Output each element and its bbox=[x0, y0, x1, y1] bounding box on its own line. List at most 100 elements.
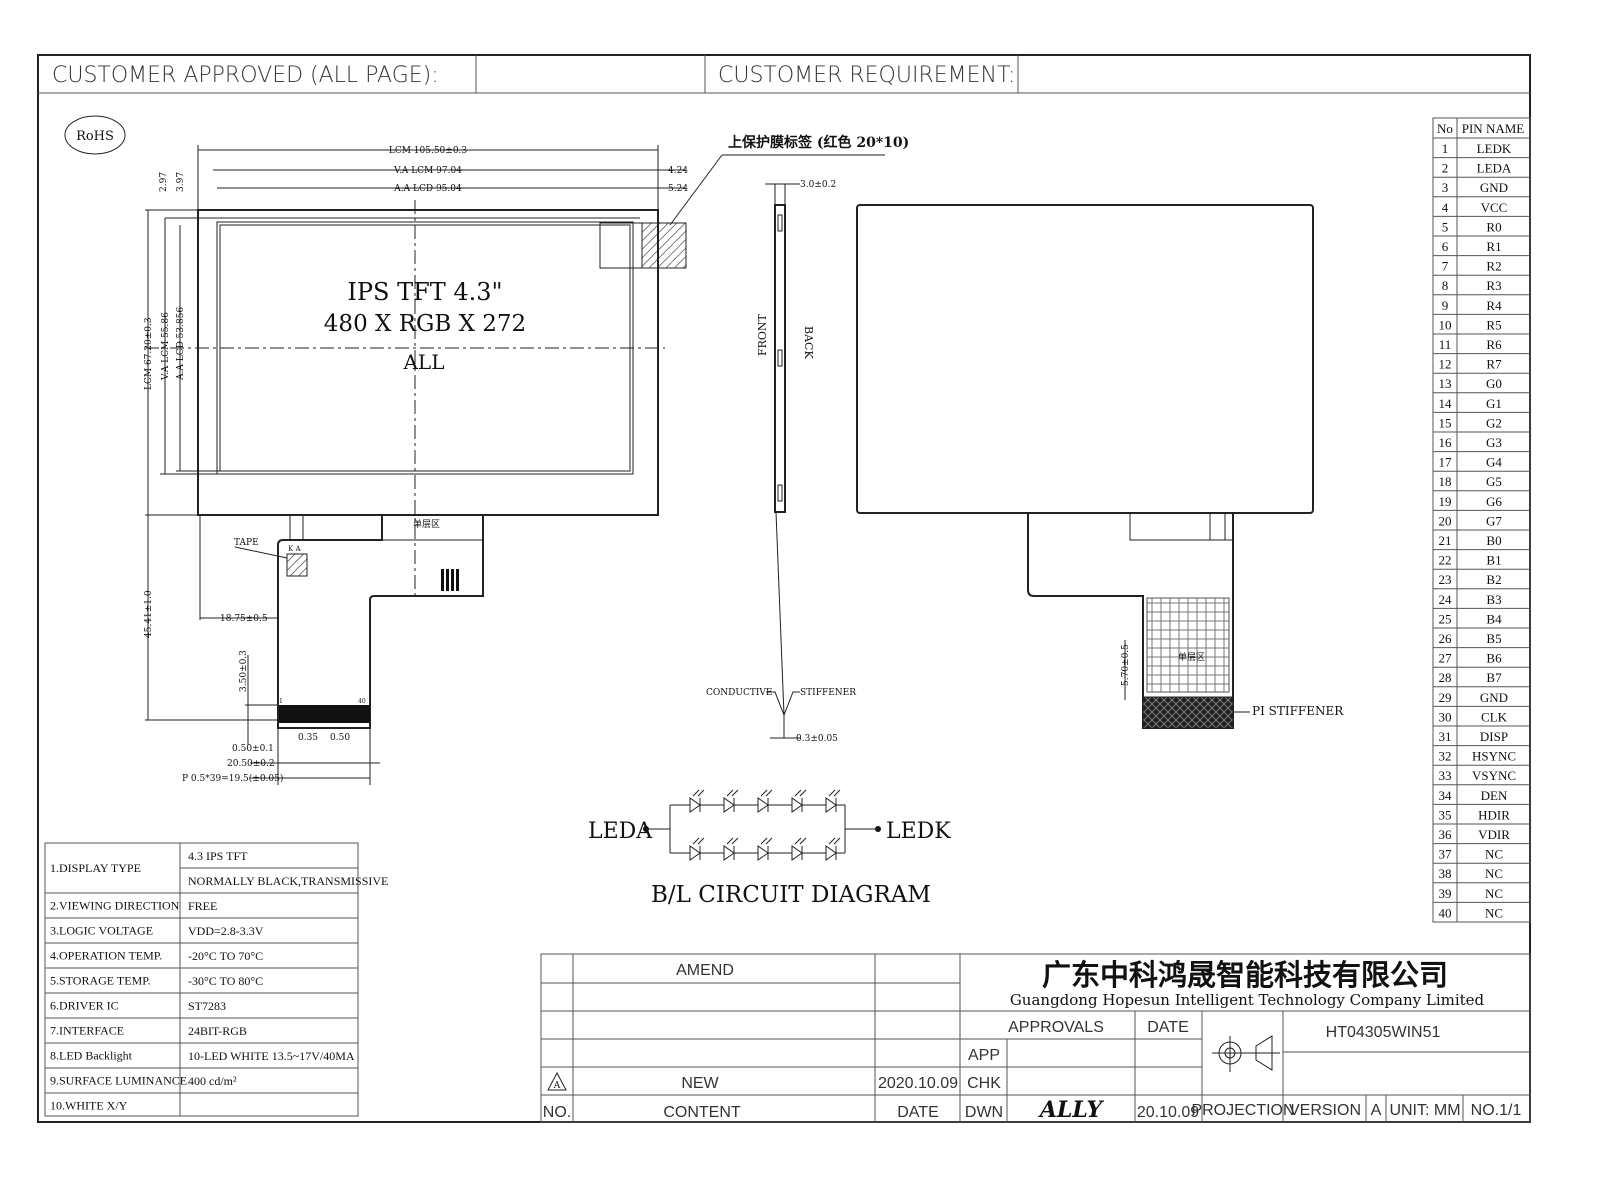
dim-lcm-width: LCM 105.50±0.3 bbox=[389, 146, 468, 156]
pin-number: 11 bbox=[1439, 337, 1452, 352]
company-name-en: Guangdong Hopesun Intelligent Technology… bbox=[1010, 991, 1485, 1009]
pin-name: B0 bbox=[1486, 533, 1501, 548]
dim-va-width: V.A LCM 97.04 bbox=[393, 166, 462, 176]
dim-pitch: 0.50±0.1 bbox=[232, 744, 274, 754]
pin-number: 20 bbox=[1439, 513, 1452, 528]
pin-name: NC bbox=[1485, 847, 1503, 862]
projection-label: PROJECTION bbox=[1191, 1102, 1294, 1119]
front-view bbox=[145, 145, 885, 785]
pin-name: LEDA bbox=[1477, 161, 1512, 176]
drawn-date: 20.10.09 bbox=[1137, 1104, 1199, 1121]
spec-value: -30°C TO 80°C bbox=[188, 974, 263, 988]
content-label: CONTENT bbox=[663, 1104, 741, 1121]
pin-number: 13 bbox=[1439, 376, 1452, 391]
spec-label: 6.DRIVER IC bbox=[50, 999, 119, 1013]
pin-number: 16 bbox=[1439, 435, 1453, 450]
dim-pin-pitch: P 0.5*39=19.5(±0.05) bbox=[182, 773, 283, 784]
rohs-badge: RoHS bbox=[64, 115, 126, 155]
revision-content: NEW bbox=[681, 1075, 719, 1092]
revision-mark: A bbox=[553, 1081, 561, 1091]
pin-name: R6 bbox=[1486, 337, 1502, 352]
pin-number: 15 bbox=[1439, 415, 1452, 430]
spec-label: 10.WHITE X/Y bbox=[50, 1099, 128, 1113]
pin-number: 28 bbox=[1439, 670, 1452, 685]
pin-name: B5 bbox=[1486, 631, 1501, 646]
stiffener-label: STIFFENER bbox=[800, 688, 856, 698]
spec-value: VDD=2.8-3.3V bbox=[188, 924, 264, 938]
pin-name: R5 bbox=[1486, 317, 1501, 332]
pin-name: GND bbox=[1480, 690, 1508, 705]
dim-top-2: 3.97 bbox=[176, 172, 186, 192]
version-value: A bbox=[1371, 1102, 1382, 1119]
led-icon bbox=[723, 837, 739, 861]
pin-name: G4 bbox=[1486, 455, 1502, 470]
pin-name: NC bbox=[1485, 905, 1503, 920]
pin-name: B3 bbox=[1486, 592, 1501, 607]
led-icon bbox=[791, 837, 807, 861]
pin-number: 12 bbox=[1439, 357, 1452, 372]
pin-name: DEN bbox=[1481, 788, 1508, 803]
spec-value: ST7283 bbox=[188, 999, 226, 1013]
ledk-label: LEDK bbox=[886, 819, 951, 844]
pin-number: 29 bbox=[1439, 690, 1452, 705]
revision-date: 2020.10.09 bbox=[878, 1075, 958, 1092]
title-block bbox=[540, 953, 1531, 1123]
pin-number: 34 bbox=[1439, 788, 1453, 803]
conductive-label: CONDUCTIVE bbox=[706, 688, 772, 698]
no-label: NO. bbox=[543, 1104, 571, 1121]
pin-name: B4 bbox=[1486, 611, 1502, 626]
pin-number: 5 bbox=[1442, 219, 1449, 234]
pin-number: 2 bbox=[1442, 161, 1449, 176]
dim-fpc-offset: 18.75±0.5 bbox=[220, 614, 268, 624]
pin-name: VCC bbox=[1481, 200, 1508, 215]
back-label: BACK bbox=[802, 326, 815, 359]
leda-label: LEDA bbox=[588, 819, 653, 844]
display-title: IPS TFT 4.3" bbox=[347, 278, 502, 306]
dim-0-35: 0.35 bbox=[298, 733, 318, 743]
pin-name: R7 bbox=[1486, 357, 1502, 372]
spec-label: 2.VIEWING DIRECTION bbox=[50, 899, 180, 913]
pin-number: 31 bbox=[1439, 729, 1452, 744]
pin-name: G1 bbox=[1486, 396, 1502, 411]
tape-label: TAPE bbox=[234, 538, 259, 548]
projection-symbol-icon bbox=[1212, 1035, 1280, 1072]
sheet-number: NO.1/1 bbox=[1471, 1102, 1522, 1119]
led-icon bbox=[723, 789, 739, 813]
unit-label: UNIT: MM bbox=[1389, 1102, 1460, 1119]
pin-number: 36 bbox=[1439, 827, 1453, 842]
pin-number: 35 bbox=[1439, 807, 1452, 822]
dim-top-1: 2.97 bbox=[159, 172, 169, 192]
pin-number: 1 bbox=[1442, 141, 1449, 156]
spec-value: 10-LED WHITE 13.5~17V/40MA bbox=[188, 1049, 355, 1063]
pin-name: VSYNC bbox=[1472, 768, 1516, 783]
pin-name: GND bbox=[1480, 180, 1508, 195]
dim-0-50: 0.50 bbox=[330, 733, 350, 743]
dim-stiffener: 3.50±0.3 bbox=[239, 650, 249, 692]
spec-value: 4.3 IPS TFT bbox=[188, 849, 248, 863]
spec-value: FREE bbox=[188, 899, 217, 913]
amend-label: AMEND bbox=[676, 962, 734, 979]
pin-number: 40 bbox=[1439, 905, 1452, 920]
dim-fpc-width: 20.50±0.2 bbox=[227, 759, 275, 769]
led-icon bbox=[689, 789, 705, 813]
display-resolution: 480 X RGB X 272 bbox=[324, 311, 526, 337]
pin-number: 23 bbox=[1439, 572, 1452, 587]
pin-number: 21 bbox=[1439, 533, 1452, 548]
circuit-title: B/L CIRCUIT DIAGRAM bbox=[651, 882, 931, 908]
pin-number: 14 bbox=[1439, 396, 1453, 411]
pin-number: 9 bbox=[1442, 298, 1449, 313]
dim-aa-width: A.A LCD 95.04 bbox=[393, 184, 462, 194]
back-single-layer-label: 单层区 bbox=[1178, 651, 1205, 663]
pin-number: 25 bbox=[1439, 611, 1452, 626]
company-name-cn: 广东中科鸿晟智能科技有限公司 bbox=[1042, 958, 1448, 992]
revision-triangle-icon bbox=[547, 1071, 567, 1091]
customer-requirement-label: CUSTOMER REQUIREMENT: bbox=[718, 63, 1015, 88]
pin-name: HDIR bbox=[1478, 807, 1510, 822]
pin-name: G5 bbox=[1486, 474, 1502, 489]
pin-number: 27 bbox=[1439, 651, 1453, 666]
spec-value: 400 cd/m² bbox=[188, 1074, 237, 1088]
